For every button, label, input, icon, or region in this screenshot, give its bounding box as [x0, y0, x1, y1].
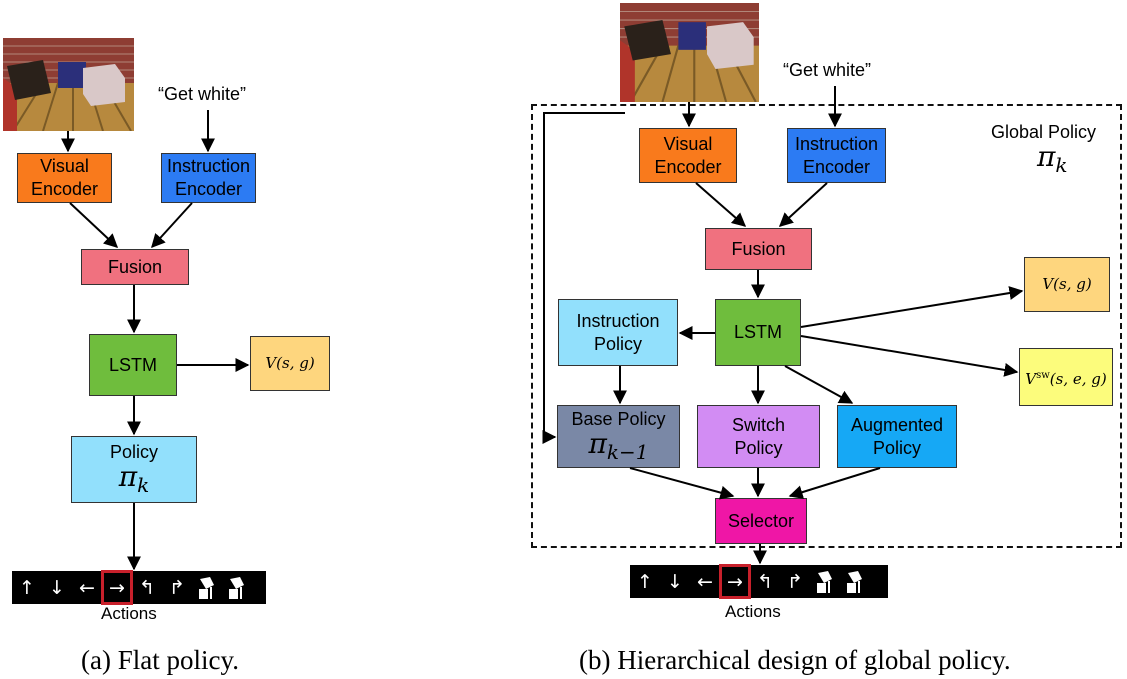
game-scene-image-b [620, 3, 759, 102]
put-icon [840, 565, 870, 598]
instruction-encoder-label-a-2: Encoder [174, 179, 243, 199]
lstm-label-b: LSTM [733, 322, 782, 342]
pick-icon [192, 571, 222, 604]
instruction-encoder-label-a-1: Instruction [166, 156, 251, 176]
lstm-box-a: LSTM [89, 334, 177, 396]
instruction-text-b: “Get white” [783, 60, 872, 80]
turn-right-icon: ↱ [169, 576, 185, 599]
put-icon [222, 571, 252, 604]
instruction-policy-label-1: Instruction [576, 310, 660, 331]
policy-box-a: Policy πk [71, 436, 197, 503]
instruction-encoder-box-a: Instruction Encoder [161, 153, 256, 203]
global-policy-label: Global Policy [991, 122, 1097, 142]
fusion-label-a: Fusion [107, 256, 163, 277]
instruction-policy-label-2: Policy [593, 333, 642, 354]
down-arrow-icon: ↓ [667, 570, 683, 593]
lstm-label-a: LSTM [108, 354, 157, 375]
instruction-text-a: “Get white” [158, 84, 247, 104]
instruction-policy-box: Instruction Policy [558, 299, 678, 366]
value-label-b: V(s, g) [1042, 275, 1092, 293]
game-scene-image-a [3, 38, 134, 131]
visual-encoder-label-b-2: Encoder [654, 156, 722, 177]
down-arrow-icon: ↓ [49, 576, 65, 599]
left-arrow-icon: ← [697, 570, 713, 593]
instruction-encoder-label-b-1: Instruction [794, 133, 879, 154]
left-arrow-icon: ← [79, 576, 95, 599]
base-policy-box: Base Policy πk−1 [557, 405, 680, 468]
actions-label-b: Actions [725, 602, 781, 621]
right-arrow-icon: → [719, 564, 751, 599]
global-policy-symbol: πk [1037, 140, 1068, 178]
fusion-label-b: Fusion [731, 238, 786, 259]
caption-a: (a) Flat policy. [81, 645, 239, 675]
augmented-policy-label-1: Augmented [850, 414, 944, 435]
visual-encoder-box-a: Visual Encoder [17, 153, 112, 203]
value-box-b: V(s, g) [1024, 257, 1110, 312]
policy-symbol-a: πk [118, 460, 150, 498]
instruction-encoder-box-b: Instruction Encoder [787, 128, 886, 183]
lstm-box-b: LSTM [715, 299, 801, 366]
instruction-encoder-label-b-2: Encoder [802, 156, 871, 177]
value-sw-label: Vsw(s, e, g) [1025, 369, 1107, 388]
switch-policy-label-1: Switch [731, 414, 785, 435]
caption-b: (b) Hierarchical design of global policy… [579, 645, 1011, 675]
selector-box: Selector [715, 498, 807, 544]
base-policy-symbol: πk−1 [588, 427, 649, 465]
up-arrow-icon: ↑ [637, 570, 653, 593]
selector-label: Selector [727, 510, 795, 531]
visual-encoder-label-a-2: Encoder [30, 179, 99, 199]
actions-label-a: Actions [101, 604, 157, 623]
switch-policy-box: Switch Policy [697, 405, 820, 468]
fusion-box-b: Fusion [705, 228, 812, 270]
pick-icon [810, 565, 840, 598]
right-arrow-icon: → [101, 570, 133, 605]
visual-encoder-box-b: Visual Encoder [639, 128, 737, 183]
turn-right-icon: ↱ [787, 570, 803, 593]
action-bar-b: ↑ ↓ ← → ↰ ↱ [630, 564, 888, 599]
policy-label-a: Policy [109, 442, 158, 462]
visual-encoder-label-a-1: Visual [40, 156, 89, 176]
base-policy-label: Base Policy [571, 409, 666, 429]
augmented-policy-label-2: Policy [872, 437, 921, 458]
global-policy-frame [531, 104, 1122, 548]
turn-left-icon: ↰ [139, 576, 155, 599]
value-label-a: V(s, g) [265, 354, 315, 372]
value-box-a: V(s, g) [250, 336, 330, 391]
fusion-box-a: Fusion [81, 249, 189, 285]
turn-left-icon: ↰ [757, 570, 773, 593]
augmented-policy-box: Augmented Policy [837, 405, 957, 468]
up-arrow-icon: ↑ [19, 576, 35, 599]
value-sw-box: Vsw(s, e, g) [1019, 348, 1113, 406]
visual-encoder-label-b-1: Visual [663, 133, 713, 154]
switch-policy-label-2: Policy [734, 437, 783, 458]
action-bar-a: ↑ ↓ ← → ↰ ↱ [12, 570, 266, 605]
